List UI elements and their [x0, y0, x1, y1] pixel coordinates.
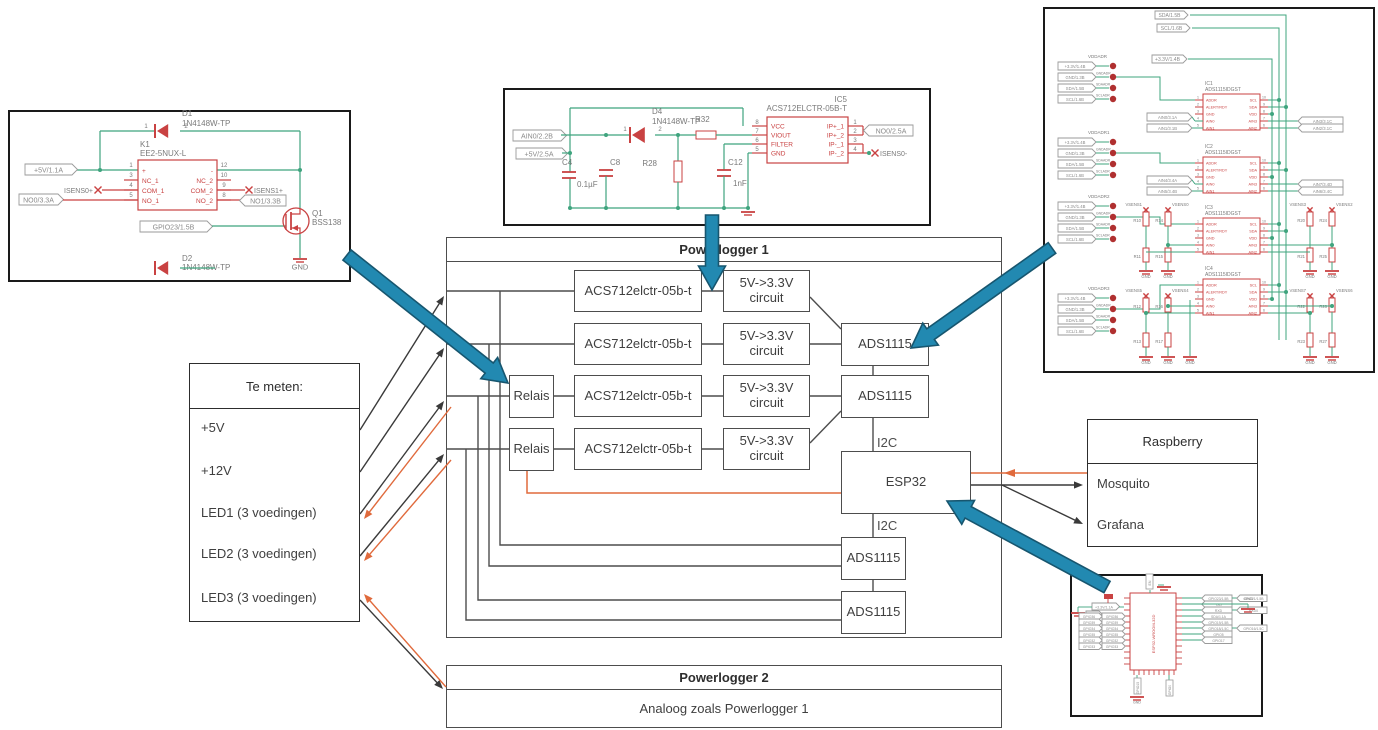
- return-arrow: [366, 459, 452, 558]
- measure-arrow: [434, 679, 443, 689]
- powerlogger2-title-label: Powerlogger 2: [679, 670, 769, 685]
- acs-block-2: ACS712elctr-05b-t: [574, 323, 702, 365]
- powerlogger1-title: Powerlogger 1: [447, 238, 1001, 262]
- relais-block-1: Relais: [509, 375, 554, 418]
- measure-arrow: [359, 457, 442, 557]
- return-arrow: [364, 509, 373, 519]
- powerlogger2-title: Powerlogger 2: [447, 666, 1001, 690]
- return-arrow: [366, 406, 452, 516]
- te-meten-box: Te meten:: [189, 363, 360, 622]
- conv-line2: circuit: [749, 343, 784, 358]
- return-arrow: [364, 594, 373, 604]
- conv-line1: 5V->3.3V: [739, 433, 794, 449]
- ads1115-block-3: ADS1115: [841, 537, 906, 580]
- relay-schematic-panel: [8, 110, 351, 282]
- powerlogger2-box: Powerlogger 2: [446, 665, 1002, 728]
- raspberry-item-mosquito: Mosquito: [1097, 476, 1150, 491]
- ads1115-block-1: ADS1115: [841, 323, 929, 366]
- te-meten-item-5v: +5V: [201, 420, 225, 435]
- measure-arrow: [435, 454, 444, 464]
- measure-arrow: [359, 351, 442, 473]
- conv-line2: circuit: [749, 448, 784, 463]
- raspberry-title: Raspberry: [1088, 420, 1257, 464]
- esp-grafana-arrow: [1073, 516, 1083, 524]
- relais-block-2: Relais: [509, 428, 554, 471]
- esp-mosquito-arrow: [1074, 481, 1083, 489]
- acs712-schematic-panel: [503, 88, 931, 226]
- measure-arrow: [436, 296, 444, 306]
- conv-line2: circuit: [749, 290, 784, 305]
- ads1115-schematic-panel: [1043, 7, 1375, 373]
- te-meten-item-led3: LED3 (3 voedingen): [201, 590, 317, 605]
- conv-line2: circuit: [749, 395, 784, 410]
- te-meten-item-led1: LED1 (3 voedingen): [201, 505, 317, 520]
- raspberry-title-label: Raspberry: [1142, 434, 1203, 449]
- ads1115-block-4: ADS1115: [841, 591, 906, 634]
- i2c-label-bottom: I2C: [877, 518, 898, 533]
- return-arrow: [366, 597, 447, 688]
- te-meten-title: Te meten:: [190, 364, 359, 409]
- orange-arrow-head: [1004, 469, 1015, 477]
- acs-block-3: ACS712elctr-05b-t: [574, 375, 702, 417]
- powerlogger2-subtitle: Analoog zoals Powerlogger 1: [639, 701, 809, 716]
- esp32-block: ESP32: [841, 451, 971, 514]
- ads1115-block-2: ADS1115: [841, 375, 929, 418]
- measure-arrow: [435, 348, 444, 358]
- raspberry-box: Raspberry: [1087, 419, 1258, 547]
- te-meten-item-12v: +12V: [201, 463, 232, 478]
- conv-line1: 5V->3.3V: [739, 275, 794, 291]
- raspberry-item-grafana: Grafana: [1097, 517, 1144, 532]
- conv-line1: 5V->3.3V: [739, 380, 794, 396]
- measure-arrow: [435, 401, 444, 411]
- powerlogger1-title-label: Powerlogger 1: [679, 242, 769, 257]
- te-meten-item-led2: LED2 (3 voedingen): [201, 546, 317, 561]
- conv-line1: 5V->3.3V: [739, 328, 794, 344]
- i2c-label-top: I2C: [877, 435, 898, 450]
- measure-arrow: [359, 299, 442, 431]
- esp32-schematic-panel: [1070, 574, 1263, 717]
- measure-arrow: [359, 599, 441, 686]
- measure-arrow: [359, 404, 442, 515]
- return-arrow: [364, 551, 373, 561]
- esp-grafana-arrow: [1001, 484, 1079, 523]
- te-meten-title-label: Te meten:: [245, 378, 304, 394]
- acs-block-4: ACS712elctr-05b-t: [574, 428, 702, 470]
- acs-block-1: ACS712elctr-05b-t: [574, 270, 702, 312]
